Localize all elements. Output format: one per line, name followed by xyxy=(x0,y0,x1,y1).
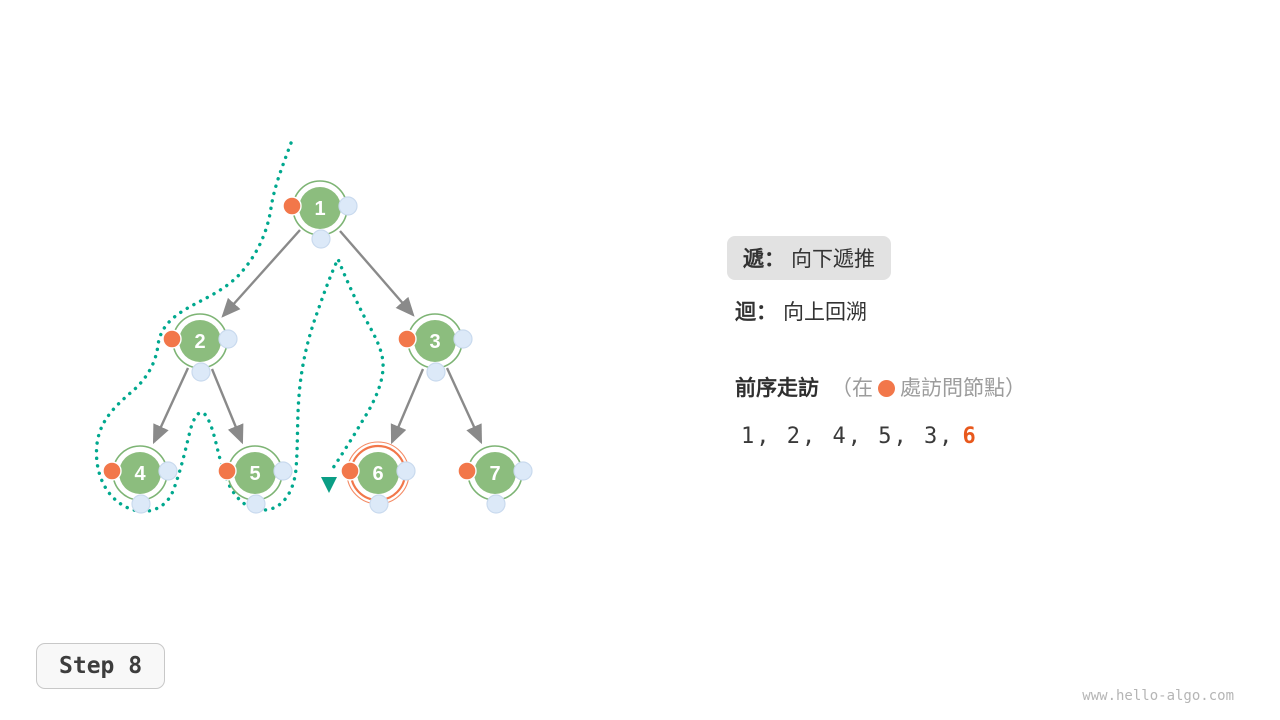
legend-backtrack-text: 向上回溯 xyxy=(783,301,867,324)
node-label: 3 xyxy=(429,331,440,353)
edge-1-3 xyxy=(339,230,415,317)
tree-node-6-current: 6 xyxy=(340,441,416,514)
traversal-note-suffix: 處訪問節點） xyxy=(900,377,1026,400)
node-circle xyxy=(179,320,221,362)
legend-recurse-keyword: 遞： xyxy=(743,248,785,271)
node-label: 6 xyxy=(372,463,383,485)
bottom-slot-dot-icon xyxy=(191,362,211,382)
edge-2-5 xyxy=(210,368,244,445)
bottom-slot-dot-icon xyxy=(246,494,266,514)
trace-cursor-icon xyxy=(321,477,337,493)
node-label: 4 xyxy=(134,463,146,485)
edge-1-2 xyxy=(221,229,301,318)
node-circle xyxy=(474,452,516,494)
traversal-title: 前序走訪 xyxy=(735,377,819,400)
tree-node-5: 5 xyxy=(217,445,293,514)
node-label: 2 xyxy=(194,331,205,353)
visit-dot-icon xyxy=(217,461,237,481)
right-slot-dot-icon xyxy=(158,461,178,481)
right-slot-dot-icon xyxy=(453,329,473,349)
node-label: 7 xyxy=(489,463,500,485)
visit-dot-icon xyxy=(397,329,417,349)
node-circle xyxy=(119,452,161,494)
tree-node-3: 3 xyxy=(397,313,473,382)
node-circle xyxy=(234,452,276,494)
right-slot-dot-icon xyxy=(513,461,533,481)
right-slot-dot-icon xyxy=(273,461,293,481)
bottom-slot-dot-icon xyxy=(131,494,151,514)
legend-backtrack: 迴： 向上回溯 xyxy=(735,296,1207,326)
node-circle xyxy=(414,320,456,362)
edge-2-4 xyxy=(152,367,190,445)
node-circle xyxy=(299,187,341,229)
node-label: 1 xyxy=(314,198,325,220)
legend: 遞： 向下遞推 迴： 向上回溯 前序走訪 （在 處訪問節點） 1, 2, 4, 5, 3… xyxy=(727,236,1207,449)
edge-3-6 xyxy=(390,368,425,445)
visit-dot-icon xyxy=(102,461,122,481)
tree-node-2: 2 xyxy=(162,313,238,382)
right-slot-dot-icon xyxy=(218,329,238,349)
visit-dot-icon xyxy=(162,329,182,349)
legend-traversal: 前序走訪 （在 處訪問節點） xyxy=(735,372,1207,402)
step-badge: Step 8 xyxy=(36,643,166,689)
tree-node-4: 4 xyxy=(102,445,178,514)
right-slot-dot-icon xyxy=(338,196,358,216)
traversal-sequence: 1, 2, 4, 5, 3, 6 xyxy=(741,424,1207,449)
right-slot-dot-icon xyxy=(396,461,416,481)
visit-dot-icon xyxy=(340,461,360,481)
edge-3-7 xyxy=(445,367,483,445)
bottom-slot-dot-icon xyxy=(369,494,389,514)
legend-recurse-text: 向下遞推 xyxy=(791,248,875,271)
visit-dot-icon xyxy=(282,196,302,216)
tree-node-1: 1 xyxy=(282,180,358,249)
sequence-current: 6 xyxy=(962,424,978,449)
legend-recurse: 遞： 向下遞推 xyxy=(727,236,891,280)
bottom-slot-dot-icon xyxy=(426,362,446,382)
node-label: 5 xyxy=(249,463,260,485)
visit-dot-legend-icon xyxy=(878,380,895,397)
tree-node-7: 7 xyxy=(457,445,533,514)
bottom-slot-dot-icon xyxy=(311,229,331,249)
legend-backtrack-keyword: 迴： xyxy=(735,301,777,324)
sequence-visited: 1, 2, 4, 5, 3, xyxy=(741,424,955,449)
tree-edges xyxy=(152,229,483,445)
visit-dot-icon xyxy=(457,461,477,481)
bottom-slot-dot-icon xyxy=(486,494,506,514)
traversal-note-prefix: （在 xyxy=(831,377,873,400)
watermark: www.hello-algo.com xyxy=(1082,688,1234,704)
traversal-trace-path xyxy=(94,141,385,513)
node-circle xyxy=(357,452,399,494)
